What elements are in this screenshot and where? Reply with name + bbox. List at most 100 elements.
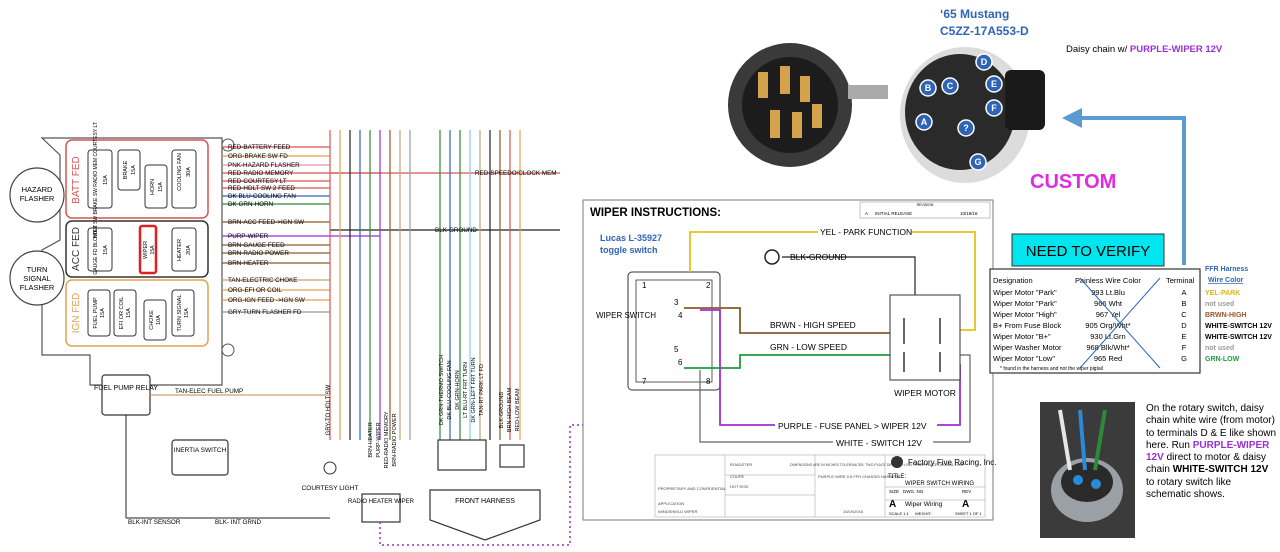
batt-fed-label: BATT FED bbox=[71, 156, 82, 203]
pin-6: 6 bbox=[678, 358, 683, 367]
ffr-header-1: FFR Harness bbox=[1205, 266, 1248, 273]
terminal-g: G bbox=[974, 157, 981, 167]
table-cell: 993 Lt.Blu bbox=[1091, 288, 1125, 297]
fuse-batt-2-name: BRAKE bbox=[123, 160, 129, 179]
table-cell: A bbox=[1181, 288, 1186, 297]
fuse-acc-3 bbox=[171, 227, 197, 272]
beam-v-0: BLK-GROUND bbox=[499, 392, 505, 429]
wire-label-gry-turn: GRY-TURN FLASHER FD bbox=[228, 309, 302, 316]
fuse-batt-2-amps: 15A bbox=[131, 165, 137, 175]
ground-lug bbox=[764, 249, 780, 265]
acc-fuses: GAUGE FD BLOWER 15A WIPER 15A HEATER 20A bbox=[87, 224, 197, 275]
pin-1: 1 bbox=[642, 281, 647, 290]
radio-v-2: RED-RADIO MEMORY bbox=[384, 411, 390, 468]
tb-roadster: ROADSTER bbox=[730, 462, 752, 467]
table-rows: Wiper Motor "Park" 993 Lt.Blu A Wiper Motor… bbox=[993, 288, 1187, 363]
note-text-2: direct to motor & daisy chain bbox=[1146, 452, 1267, 476]
rev-a: A bbox=[865, 211, 868, 216]
note-text-1: On the rotary switch, daisy chain white … bbox=[1146, 403, 1277, 451]
pin-4: 4 bbox=[678, 311, 683, 320]
wire-label-blk-ground: BLK-GROUND bbox=[435, 227, 477, 234]
tb-applic: APPLICATION bbox=[658, 501, 684, 506]
table-cell: B+ From Fuse Block bbox=[993, 321, 1061, 330]
table-cell: F bbox=[1182, 343, 1187, 352]
table-cell: 965 Red bbox=[1094, 354, 1122, 363]
label-brwn: BRWN - HIGH SPEED bbox=[770, 320, 856, 330]
ign-fed-label: IGN FED bbox=[71, 293, 82, 334]
terminal-b: B bbox=[925, 83, 932, 93]
fuse-ign-4-name: TURN SIGNAL bbox=[177, 295, 183, 332]
note-text-3: to rotary switch like schematic shows. bbox=[1146, 476, 1232, 501]
tb-sheet: SHEET 1 OF 1 bbox=[955, 511, 982, 516]
custom-label: CUSTOM bbox=[1030, 171, 1116, 193]
wire-label-brn-gauge: BRN-GAUGE FEED bbox=[228, 242, 285, 249]
tb-dwg-value: Wiper Wiring bbox=[905, 501, 943, 508]
wire-label-org-efi: ORG-EFI OR COIL bbox=[228, 287, 282, 294]
rotary-note: On the rotary switch, daisy chain white … bbox=[1146, 403, 1278, 501]
wire-label-brn-radio: BRN-RADIO POWER bbox=[228, 250, 289, 257]
radio-heater-wiper: RADIO HEATER WIPER BRN-HEATER PURP-WIPER… bbox=[348, 411, 415, 523]
need-verify-box bbox=[1011, 233, 1165, 267]
table-cell: Wiper Motor "Low" bbox=[993, 354, 1055, 363]
table-cell: Wiper Motor "Park" bbox=[993, 299, 1057, 308]
switch-photo: D B C E F A ? G ‘65 Mustang C5ZZ-17A553-… bbox=[728, 7, 1223, 183]
pin-7: 7 bbox=[642, 377, 647, 386]
wiper-motor-body bbox=[889, 294, 961, 381]
fuel-pump-relay: FUEL PUMP RELAY TAN-ELEC FUEL PUMP bbox=[94, 374, 330, 416]
fuse-ign-1-name: FUEL PUMP bbox=[93, 297, 99, 329]
wire-label-red-radio-memory: RED-RADIO MEMORY bbox=[228, 170, 294, 177]
turn-flasher-circle bbox=[9, 250, 65, 306]
fuse-batt-4 bbox=[171, 149, 197, 209]
front-harness: FRONT HARNESS DK GRN-THERMO SWITCH DK BL… bbox=[429, 355, 541, 541]
wire-label-blk-int-sensor: BLK-INT SENSOR bbox=[128, 519, 181, 526]
beam-v-2: RED-LOW BEAM bbox=[515, 388, 521, 432]
table-cell: 967 Yel bbox=[1096, 310, 1121, 319]
acc-fed-label: ACC FED bbox=[71, 227, 82, 271]
wire-bundle bbox=[222, 130, 560, 440]
wiper-title: WIPER INSTRUCTIONS: bbox=[590, 207, 721, 219]
title-block bbox=[654, 454, 986, 518]
fuse-batt-3 bbox=[144, 164, 168, 209]
tb-dwg-label: DWG. NO. bbox=[903, 489, 925, 494]
tb-hotrod: HOT ROD bbox=[730, 484, 748, 489]
wire-label-purp-wiper: PURP-WIPER bbox=[228, 233, 269, 240]
fuse-ign-1 bbox=[87, 289, 111, 337]
terminal-d: D bbox=[981, 57, 988, 67]
fuse-acc-1-amps: 15A bbox=[103, 245, 109, 255]
ffr-color-item: BRWN-HIGH bbox=[1205, 312, 1246, 319]
fuse-batt-1-name: HDLT SW BRAKE SW RADIO MEM COURTESY LT bbox=[93, 122, 99, 238]
fuse-acc-3-amps: 20A bbox=[186, 245, 192, 255]
note-purple: PURPLE-WIPER 12V bbox=[1146, 439, 1270, 464]
wire-label-brn-acc: BRN-ACC FEED->IGN SW bbox=[228, 219, 304, 226]
mount-hole-bottom bbox=[221, 343, 235, 357]
th-designation: Designation bbox=[993, 276, 1033, 285]
tb-rev-label: REV bbox=[962, 489, 971, 494]
fuse-acc-1 bbox=[87, 227, 113, 272]
batt-fuses: HDLT SW BRAKE SW RADIO MEM COURTESY LT 1… bbox=[87, 122, 197, 238]
table-cell: 966 Wht bbox=[1094, 299, 1123, 308]
radio-v-3: BRN-RADIO POWER bbox=[392, 413, 398, 466]
ffr-color-item: WHITE-SWITCH 12V bbox=[1205, 334, 1272, 341]
table-cell: 968 Blk/Wht* bbox=[1086, 343, 1129, 352]
fuse-batt-1-amps: 15A bbox=[103, 175, 109, 185]
ign-fed-group bbox=[65, 279, 209, 347]
table-cell: Wiper Motor "Park" bbox=[993, 288, 1057, 297]
ffr-color-item: GRN-LOW bbox=[1205, 356, 1240, 363]
wire-label-brn-heater: BRN-HEATER bbox=[228, 260, 269, 267]
table-cell: Wiper Motor "B+" bbox=[993, 332, 1051, 341]
table-footnote: * found in the harness and not the wiper… bbox=[1000, 366, 1103, 372]
wire-label-red-hdlt: RED-HDLT SW 2 FEED bbox=[228, 185, 295, 192]
wire-label-org-ign: ORG-IGN FEED ->IGN SW bbox=[228, 297, 305, 304]
wire-label-blk-int-grnd: BLK- INT GRND bbox=[215, 519, 262, 526]
wire-label-pnk-hazard: PNK-HAZARD FLASHER bbox=[228, 162, 300, 169]
fuse-batt-3-amps: 15A bbox=[158, 182, 164, 192]
radio-v-1: PURP-WIPER bbox=[376, 422, 382, 457]
inertia-switch-label: INERTIA SWITCH bbox=[174, 447, 227, 454]
label-blk: BLK-GROUND bbox=[790, 252, 847, 262]
